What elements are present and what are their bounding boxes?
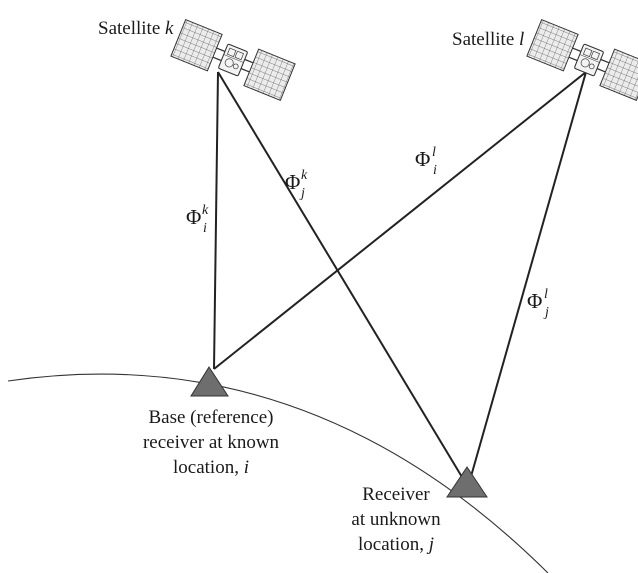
satellite-k-label: Satellite k [98, 18, 174, 39]
base-receiver-label: Base (reference) receiver at known locat… [143, 407, 280, 478]
svg-text:i: i [433, 163, 437, 178]
range-line-l-j [467, 71, 587, 488]
satellite-l-icon [526, 19, 638, 101]
range-line-k-i [213, 71, 219, 370]
range-label-l-i: Φ l i [415, 145, 437, 178]
range-label-k-i: Φ k i [186, 203, 209, 236]
range-label-k-j: Φ k j [285, 168, 308, 201]
satellite-k-icon [170, 19, 296, 101]
svg-text:receiver at known: receiver at known [143, 432, 280, 453]
range-line-k-j [217, 71, 469, 488]
rover-receiver-marker [446, 466, 488, 498]
svg-text:j: j [543, 305, 549, 320]
svg-text:j: j [299, 186, 305, 201]
rover-receiver-label: Receiver at unknown location, j [351, 484, 441, 555]
svg-text:Φ: Φ [186, 205, 201, 229]
svg-text:k: k [301, 168, 308, 183]
svg-text:location, i: location, i [173, 457, 249, 478]
svg-text:Φ: Φ [415, 147, 430, 171]
svg-text:location, j: location, j [358, 534, 434, 555]
svg-text:at unknown: at unknown [351, 509, 441, 530]
range-lines [213, 71, 587, 488]
svg-text:Φ: Φ [527, 289, 542, 313]
range-line-l-i [213, 71, 587, 370]
svg-text:Φ: Φ [285, 170, 300, 194]
svg-text:l: l [432, 145, 436, 160]
base-receiver-marker [190, 366, 229, 397]
svg-text:Base (reference): Base (reference) [149, 407, 274, 428]
svg-text:k: k [202, 203, 209, 218]
svg-text:l: l [544, 287, 548, 302]
svg-text:Receiver: Receiver [362, 484, 430, 505]
satellite-l-label: Satellite l [452, 29, 524, 50]
range-label-l-j: Φ l j [527, 287, 549, 320]
svg-text:i: i [203, 221, 207, 236]
earth-surface-arc [7, 373, 549, 573]
